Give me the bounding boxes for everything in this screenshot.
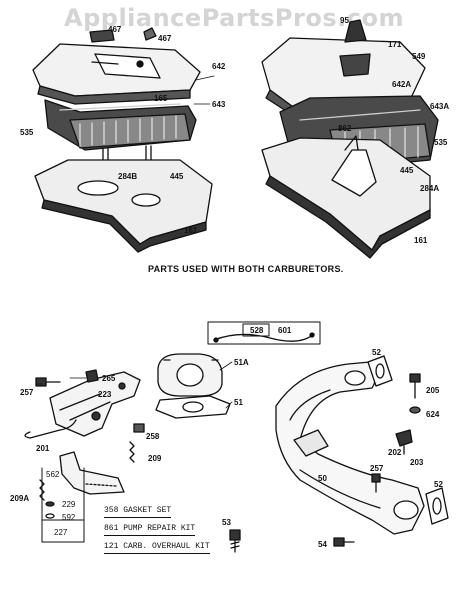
base-161-right — [261, 135, 431, 259]
gasket-52-top — [367, 355, 393, 387]
gasket-52-bottom — [425, 487, 449, 525]
intake-manifold-50 — [275, 361, 425, 535]
label-562: 562 — [46, 470, 60, 479]
label-549: 549 — [412, 52, 426, 61]
screw-257-right — [371, 473, 381, 493]
label-284a: 284A — [420, 184, 440, 193]
label-643a: 643A — [430, 102, 450, 111]
label-52-top: 52 — [372, 348, 381, 357]
kit-gasket-set: 358 GASKET SET — [104, 506, 172, 518]
label-445-left: 445 — [170, 172, 184, 181]
washer-624 — [409, 406, 421, 414]
label-257-right: 257 — [370, 464, 384, 473]
kit-carb-overhaul: 121 CARB. OVERHAUL KIT — [104, 542, 210, 554]
kit-pump-repair: 861 PUMP REPAIR KIT — [104, 524, 196, 536]
label-535-right: 535 — [434, 138, 448, 147]
label-223: 223 — [98, 390, 112, 399]
label-203: 203 — [410, 458, 424, 467]
label-229: 229 — [62, 500, 76, 509]
label-642a: 642A — [392, 80, 412, 89]
label-227: 227 — [54, 528, 68, 537]
caption-both-carburetors: PARTS USED WITH BOTH CARBURETORS. — [148, 264, 344, 274]
bolt-53 — [229, 529, 241, 553]
label-265: 265 — [102, 374, 116, 383]
label-51a: 51A — [234, 358, 249, 367]
label-257-left: 257 — [20, 388, 34, 397]
label-467a: 467 — [108, 25, 122, 34]
label-161-right: 161 — [414, 236, 428, 245]
label-209a: 209A — [10, 494, 30, 503]
label-284b: 284B — [118, 172, 138, 181]
label-445-right: 445 — [400, 166, 414, 175]
harness-box — [207, 321, 321, 345]
label-54: 54 — [318, 540, 327, 549]
label-258: 258 — [146, 432, 160, 441]
label-165: 165 — [154, 94, 168, 103]
label-862: 862 — [338, 124, 352, 133]
filter-element-left — [69, 113, 191, 149]
label-601: 601 — [278, 326, 292, 335]
choke-bracket — [59, 451, 125, 495]
label-95: 95 — [340, 16, 349, 25]
label-642: 642 — [212, 62, 226, 71]
leader-lines — [35, 75, 233, 409]
knob-95-right — [339, 19, 371, 77]
base-161-left — [34, 159, 213, 253]
screw-257-left — [35, 377, 61, 387]
label-643: 643 — [212, 100, 226, 109]
label-535-left: 535 — [20, 128, 34, 137]
link-201 — [24, 419, 77, 439]
screw-54 — [333, 537, 355, 547]
spring-265 — [85, 369, 99, 383]
shaft-202-203 — [395, 429, 413, 455]
screw-205 — [409, 373, 421, 399]
gasket-51 — [155, 395, 231, 419]
label-202: 202 — [388, 448, 402, 457]
parts-box-562-227 — [41, 467, 85, 543]
label-51: 51 — [234, 398, 243, 407]
label-209: 209 — [148, 454, 162, 463]
spring-209 — [129, 441, 135, 463]
label-528: 528 — [250, 326, 264, 335]
gasket-51a — [157, 353, 223, 397]
bracket-223 — [49, 371, 141, 437]
label-50: 50 — [318, 474, 327, 483]
label-205: 205 — [426, 386, 440, 395]
knob-467-left — [89, 27, 157, 43]
label-592: 592 — [62, 513, 76, 522]
bushing-258 — [133, 423, 145, 433]
label-467b: 467 — [158, 34, 172, 43]
label-161-left: 161 — [184, 226, 198, 235]
air-cleaner-cover-left — [32, 43, 201, 105]
label-624: 624 — [426, 410, 440, 419]
label-171: 171 — [388, 40, 402, 49]
label-53: 53 — [222, 518, 231, 527]
label-52-bottom: 52 — [434, 480, 443, 489]
label-201: 201 — [36, 444, 50, 453]
watermark: AppliancePartsPros.com — [64, 4, 404, 32]
